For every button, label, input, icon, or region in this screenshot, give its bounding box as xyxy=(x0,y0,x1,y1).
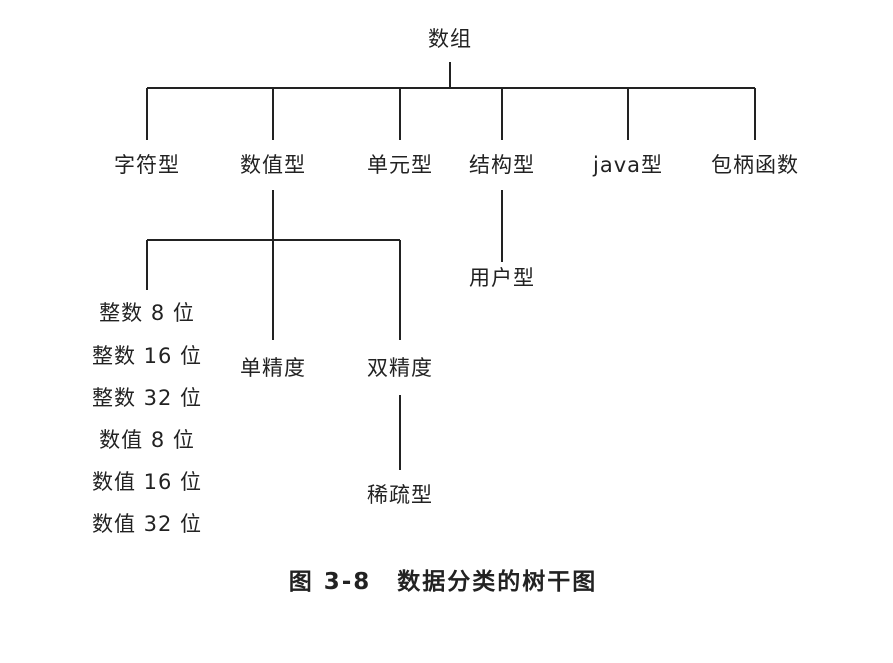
node-int32: 整数 32 位 xyxy=(91,386,203,410)
figure-title: 数据分类的树干图 xyxy=(397,569,598,595)
node-value8: 数值 8 位 xyxy=(99,428,195,452)
node-sparse-type: 稀疏型 xyxy=(367,483,433,507)
node-cell-type: 单元型 xyxy=(367,153,433,177)
node-numeric-type: 数值型 xyxy=(240,153,306,177)
root-node: 数组 xyxy=(428,27,472,51)
node-int16: 整数 16 位 xyxy=(91,344,203,368)
figure-caption: 图 3-8 数据分类的树干图 xyxy=(289,562,598,596)
node-function-handle: 包柄函数 xyxy=(711,153,799,177)
node-struct-type: 结构型 xyxy=(469,153,535,177)
node-value16: 数值 16 位 xyxy=(91,470,203,494)
figure-number: 图 3-8 xyxy=(288,569,372,595)
node-char-type: 字符型 xyxy=(114,153,180,177)
node-int8: 整数 8 位 xyxy=(99,301,195,325)
node-java-type: java型 xyxy=(593,153,663,177)
node-user-type: 用户型 xyxy=(469,266,535,290)
node-value32: 数值 32 位 xyxy=(91,512,203,536)
node-single-precision: 单精度 xyxy=(240,356,306,380)
node-double-precision: 双精度 xyxy=(367,356,433,380)
